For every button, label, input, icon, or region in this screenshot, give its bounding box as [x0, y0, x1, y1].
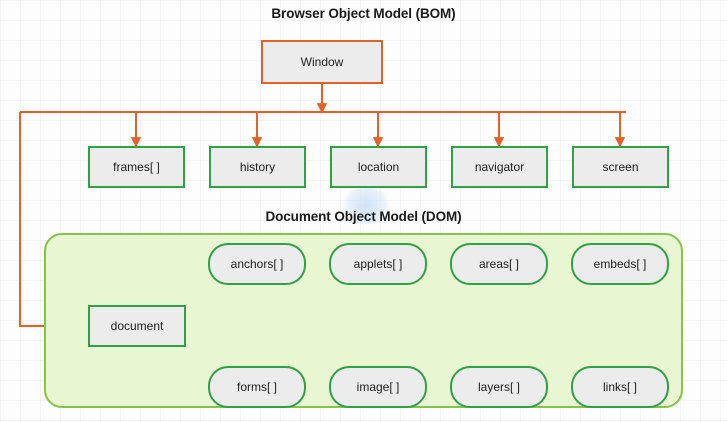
node-forms-label: forms[ ] — [236, 380, 277, 394]
node-links[interactable]: links[ ] — [571, 366, 669, 408]
dom-title: Document Object Model (DOM) — [265, 209, 462, 224]
node-history-label: history — [239, 160, 276, 174]
node-forms[interactable]: forms[ ] — [208, 366, 306, 408]
node-applets-label: applets[ ] — [353, 257, 403, 271]
node-frames-label: frames[ ] — [113, 160, 160, 174]
node-embeds[interactable]: embeds[ ] — [571, 243, 669, 285]
node-document-label: document — [110, 319, 164, 333]
node-links-label: links[ ] — [602, 380, 637, 394]
node-navigator[interactable]: navigator — [451, 146, 548, 188]
bom-title: Browser Object Model (BOM) — [271, 6, 456, 21]
node-history[interactable]: history — [209, 146, 306, 188]
node-layers[interactable]: layers[ ] — [450, 366, 548, 408]
node-screen[interactable]: screen — [572, 146, 669, 188]
node-screen-label: screen — [602, 160, 639, 174]
node-document[interactable]: document — [88, 305, 186, 347]
node-navigator-label: navigator — [474, 160, 525, 174]
node-areas[interactable]: areas[ ] — [450, 243, 548, 285]
node-embeds-label: embeds[ ] — [593, 257, 647, 271]
node-window[interactable]: Window — [261, 40, 383, 84]
node-window-label: Window — [300, 55, 344, 69]
node-frames[interactable]: frames[ ] — [88, 146, 185, 188]
node-anchors[interactable]: anchors[ ] — [208, 243, 306, 285]
node-location[interactable]: location — [330, 146, 427, 188]
node-applets[interactable]: applets[ ] — [329, 243, 427, 285]
node-image-label: image[ ] — [356, 380, 400, 394]
node-location-label: location — [357, 160, 400, 174]
node-image[interactable]: image[ ] — [329, 366, 427, 408]
node-areas-label: areas[ ] — [478, 257, 520, 271]
node-anchors-label: anchors[ ] — [230, 257, 284, 271]
node-layers-label: layers[ ] — [477, 380, 520, 394]
